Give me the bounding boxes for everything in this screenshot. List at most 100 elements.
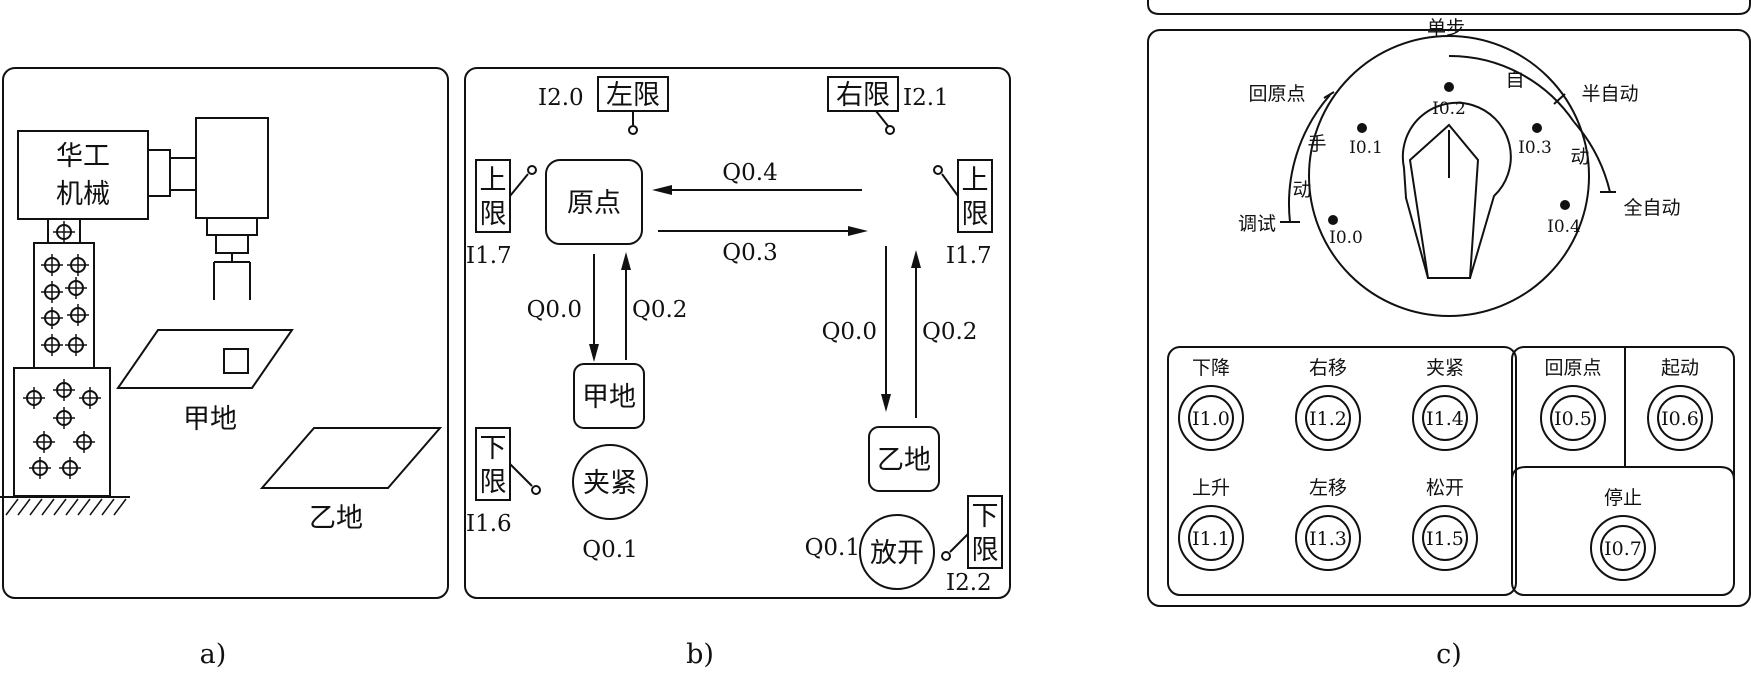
- bolt-crosshair: [41, 307, 63, 329]
- company-line-2: 机械: [56, 179, 110, 210]
- bolt-crosshair: [41, 334, 63, 356]
- auto-arc-text-2: 动: [1570, 146, 1589, 168]
- push-button-inner-ring[interactable]: [1550, 395, 1596, 441]
- push-button-inner-ring[interactable]: [1422, 515, 1468, 561]
- push-button-label: 左移: [1309, 477, 1347, 499]
- panel-b-frame: [464, 67, 1011, 599]
- panel-a: 华工 机械 甲地 乙地 a): [0, 67, 449, 670]
- push-button-outer-ring[interactable]: [1412, 505, 1478, 571]
- lower-left-limit-label-1: 下: [480, 433, 507, 464]
- push-button-label: 右移: [1309, 357, 1347, 379]
- position-dot-home: [1357, 123, 1367, 133]
- push-button-outer-ring[interactable]: [1295, 385, 1361, 451]
- site-a-box: [573, 363, 645, 429]
- site-b-label: 乙地: [309, 503, 363, 534]
- bolt-crosshair: [79, 387, 101, 409]
- push-button-label: 下降: [1192, 357, 1230, 379]
- origin-box: [545, 159, 643, 245]
- push-button-outer-ring[interactable]: [1647, 385, 1713, 451]
- lower-right-limit-label-1: 下: [972, 501, 999, 532]
- position-io-full-auto: I0.4: [1547, 217, 1581, 237]
- workpiece: [223, 348, 249, 374]
- selector-knob-base: [1401, 101, 1512, 279]
- origin-label: 原点: [567, 188, 621, 219]
- push-button[interactable]: I1.4 夹紧: [1412, 357, 1478, 451]
- push-button-io: I1.2: [1309, 408, 1347, 430]
- upper-left-limit-io: I1.7: [466, 243, 512, 269]
- company-line-1: 华工: [56, 141, 110, 172]
- push-button-io: I0.7: [1604, 538, 1642, 560]
- push-button[interactable]: I1.5松开: [1412, 477, 1478, 571]
- release-circle: [859, 514, 935, 590]
- auto-arc-text-1: 自: [1505, 69, 1524, 91]
- right-limit-io: I2.1: [903, 85, 949, 111]
- bolt-crosshair: [53, 407, 75, 429]
- bolt-crosshair: [53, 379, 75, 401]
- panel-b: I2.0 左限 右限 I2.1 上 限 I1.7 上 限 I1.7 原点 Q0.…: [464, 67, 1011, 670]
- lower-right-limit-label-2: 限: [972, 535, 999, 566]
- bolt-crosshair: [23, 387, 45, 409]
- push-button-io: I0.5: [1554, 408, 1592, 430]
- position-name-home: 回原点: [1248, 83, 1305, 105]
- push-button-outer-ring[interactable]: [1540, 385, 1606, 451]
- push-button[interactable]: I1.1上升: [1178, 477, 1244, 571]
- push-button-io: I1.3: [1309, 528, 1347, 550]
- position-dot-semi-auto: [1532, 123, 1542, 133]
- bolt-crosshair: [41, 254, 63, 276]
- left-limit-label: 左限: [606, 80, 660, 111]
- push-button-outer-ring[interactable]: [1178, 505, 1244, 571]
- position-dot-debug: [1328, 215, 1338, 225]
- left-limit-io: I2.0: [538, 85, 584, 111]
- site-b-box-label: 乙地: [877, 445, 931, 476]
- push-button-inner-ring[interactable]: [1422, 395, 1468, 441]
- push-button-label: 夹紧: [1426, 357, 1464, 379]
- push-button-label: 松开: [1426, 477, 1464, 499]
- upper-left-limit-switch: [527, 165, 537, 175]
- upper-left-limit-label-1: 上: [480, 165, 507, 196]
- push-button[interactable]: I0.7停止: [1590, 487, 1656, 581]
- bolt-crosshair: [65, 277, 87, 299]
- release-label: 放开: [870, 538, 924, 569]
- push-button-outer-ring[interactable]: [1295, 505, 1361, 571]
- push-button-io: I1.1: [1192, 528, 1230, 550]
- position-io-single-step: I0.2: [1432, 99, 1466, 119]
- right-limit-label: 右限: [836, 80, 890, 111]
- push-button-outer-ring[interactable]: [1590, 515, 1656, 581]
- up-left-output: Q0.2: [632, 297, 687, 323]
- push-button-inner-ring[interactable]: [1188, 395, 1234, 441]
- right-limit-box: [827, 76, 899, 112]
- bolt-crosshair: [29, 457, 51, 479]
- right-limit-switch: [885, 125, 895, 135]
- panel-c-top-edge: [1147, 0, 1751, 15]
- selector-pointer: [1408, 123, 1480, 279]
- auto-buttons-frame: [1511, 346, 1735, 596]
- bolt-crosshair: [73, 431, 95, 453]
- position-io-debug: I0.0: [1329, 228, 1363, 248]
- push-button[interactable]: I1.3 左移: [1295, 477, 1361, 571]
- position-io-semi-auto: I0.3: [1518, 138, 1552, 158]
- push-button[interactable]: I1.2 右移: [1295, 357, 1361, 451]
- push-button-label: 起动: [1661, 357, 1699, 379]
- up-right-output: Q0.2: [922, 319, 977, 345]
- left-move-output: Q0.4: [722, 160, 777, 186]
- push-button-outer-ring[interactable]: [1412, 385, 1478, 451]
- lower-right-limit-switch: [941, 551, 951, 561]
- lower-left-limit-io: I1.6: [466, 511, 512, 537]
- lower-left-limit-label-2: 限: [480, 467, 507, 498]
- push-button-inner-ring[interactable]: [1188, 515, 1234, 561]
- push-button-inner-ring[interactable]: [1600, 525, 1646, 571]
- push-button-outer-ring[interactable]: [1178, 385, 1244, 451]
- push-button[interactable]: I0.6起动: [1647, 357, 1713, 451]
- caption-c: c): [1436, 639, 1462, 670]
- manual-arc-text-1: 手: [1307, 133, 1326, 155]
- push-button-inner-ring[interactable]: [1305, 395, 1351, 441]
- push-button[interactable]: I1.0下降: [1178, 357, 1244, 451]
- upper-right-limit-label-2: 限: [962, 199, 989, 230]
- clamp-output: Q0.1: [582, 537, 637, 563]
- gripper-arm: [147, 117, 269, 300]
- push-button-inner-ring[interactable]: [1305, 515, 1351, 561]
- push-button-io: I1.4: [1426, 408, 1464, 430]
- push-button-inner-ring[interactable]: [1657, 395, 1703, 441]
